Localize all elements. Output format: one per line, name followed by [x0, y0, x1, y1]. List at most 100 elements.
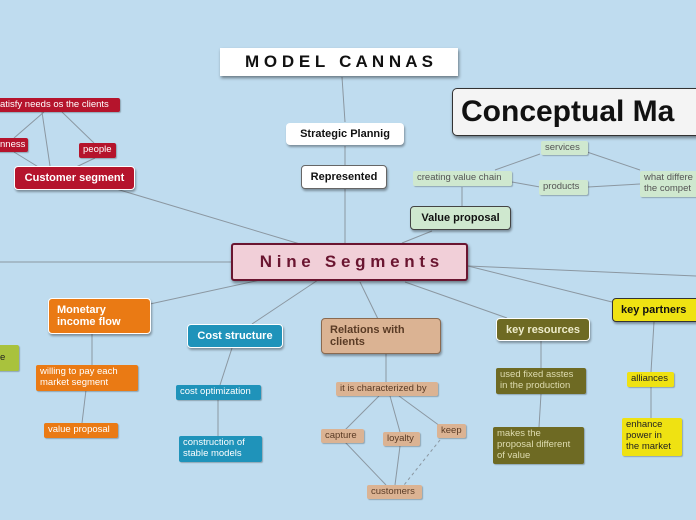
capture-node[interactable]: capture — [321, 429, 364, 443]
link-char-keep — [398, 395, 441, 427]
enhance-line-2: power in — [626, 430, 662, 441]
alliances-text: alliances — [631, 373, 668, 384]
link-center-cost — [251, 279, 319, 325]
makes-proposal-different-node[interactable]: makes the proposal different of value — [493, 427, 584, 464]
link-chain-services — [494, 153, 541, 171]
link-willing-valueprop — [81, 389, 87, 424]
conceptual-map-text: Conceptual Ma — [461, 95, 675, 128]
monetary-line-2: income flow — [57, 316, 121, 328]
customer-segment-text: Customer segment — [24, 172, 125, 184]
value-proposal-small-text: value proposal — [48, 424, 110, 435]
customers-node[interactable]: customers — [367, 485, 422, 499]
monetary-income-node[interactable]: Monetary income flow — [48, 298, 151, 334]
what-differs-node[interactable]: what differe the compet — [640, 171, 696, 197]
link-cost-opt — [219, 347, 233, 386]
value-proposal-node[interactable]: Value proposal — [410, 206, 511, 230]
link-services-what — [586, 151, 641, 171]
used-fixed-line-1: used fixed asstes — [500, 369, 574, 380]
left-edge-node[interactable]: e — [0, 345, 19, 371]
satisfy-needs-text: atisfy needs os the clients — [0, 99, 109, 110]
central-topic-text: N i n e S e g m e n t s — [259, 252, 440, 271]
link-people-satisfy — [61, 111, 95, 144]
cost-optimization-node[interactable]: cost optimization — [176, 385, 261, 400]
people-text: people — [83, 144, 112, 155]
loyalty-text: loyalty — [387, 433, 414, 444]
business-text: nness — [0, 139, 26, 150]
satisfy-needs-node[interactable]: atisfy needs os the clients — [0, 98, 120, 112]
willing-to-pay-node[interactable]: willing to pay each market segment — [36, 365, 138, 391]
link-business-satisfy — [13, 111, 45, 139]
keep-text: keep — [441, 425, 462, 436]
willing-line-2: market segment — [40, 377, 109, 388]
link-chain-products — [511, 181, 541, 188]
business-node[interactable]: nness — [0, 138, 28, 152]
link-keypartners-alliances — [650, 321, 655, 373]
left-edge-text: e — [0, 352, 6, 363]
people-node[interactable]: people — [79, 143, 116, 158]
link-center-value — [401, 230, 433, 244]
construction-node[interactable]: construction of stable models — [179, 436, 262, 462]
conceptual-map-title[interactable]: Conceptual Ma — [452, 88, 696, 136]
link-center-customer — [112, 187, 301, 245]
cost-structure-node[interactable]: Cost structure — [187, 324, 283, 348]
represented-text: Represented — [310, 171, 378, 183]
canvas-title[interactable]: M O D E L C A N N A S — [220, 48, 458, 76]
link-keep-customers — [403, 439, 441, 486]
value-proposal-text: Value proposal — [421, 212, 500, 224]
strategic-planning-text: Strategic Plannig — [300, 128, 390, 140]
construction-line-2: stable models — [183, 448, 242, 459]
loyalty-node[interactable]: loyalty — [383, 432, 420, 446]
link-customer-satisfy — [41, 111, 51, 167]
key-partners-text: key partners — [621, 304, 687, 316]
makes-line-2: proposal different — [497, 439, 571, 450]
keep-node[interactable]: keep — [437, 424, 466, 438]
key-resources-node[interactable]: key resources — [496, 318, 590, 341]
cost-optimization-text: cost optimization — [180, 386, 251, 397]
value-proposal-small-node[interactable]: value proposal — [44, 423, 118, 438]
link-used-makes — [538, 393, 542, 428]
link-char-loyalty — [389, 395, 401, 433]
relations-line-2: clients — [330, 336, 365, 348]
what-differs-line-2: the compet — [644, 183, 691, 194]
enhance-line-3: the market — [626, 441, 671, 452]
services-text: services — [545, 142, 580, 153]
key-partners-node[interactable]: key partners — [612, 298, 696, 322]
customer-segment-node[interactable]: Customer segment — [14, 166, 135, 190]
link-products-what — [587, 183, 641, 188]
enhance-power-node[interactable]: enhance power in the market — [622, 418, 682, 456]
products-text: products — [543, 181, 580, 192]
relations-with-clients-node[interactable]: Relations with clients — [321, 318, 441, 354]
relations-line-1: Relations with — [330, 324, 405, 336]
link-capture-customers — [344, 441, 387, 486]
characterized-node[interactable]: it is characterized by — [336, 382, 438, 396]
what-differs-line-1: what differe — [644, 172, 693, 183]
creating-value-chain-node[interactable]: creating value chain — [413, 171, 512, 186]
link-strategic-title — [341, 76, 346, 123]
link-center-keyres — [404, 281, 508, 319]
key-resources-text: key resources — [506, 323, 580, 336]
willing-line-1: willing to pay each — [40, 366, 118, 377]
strategic-planning-node[interactable]: Strategic Plannig — [286, 123, 404, 145]
canvas-title-text: M O D E L C A N N A S — [245, 52, 433, 71]
alliances-node[interactable]: alliances — [627, 372, 674, 387]
link-customer-business — [13, 151, 41, 169]
creating-value-chain-text: creating value chain — [417, 172, 502, 183]
capture-text: capture — [325, 430, 357, 441]
services-node[interactable]: services — [541, 141, 588, 155]
central-topic-nine-segments[interactable]: N i n e S e g m e n t s — [231, 243, 468, 281]
represented-node[interactable]: Represented — [301, 165, 387, 189]
link-center-monetary — [149, 279, 261, 305]
makes-line-1: makes the — [497, 428, 541, 439]
link-char-capture — [344, 395, 380, 431]
used-fixed-assets-node[interactable]: used fixed asstes in the production — [496, 368, 586, 394]
enhance-line-1: enhance — [626, 419, 663, 430]
customers-text: customers — [371, 486, 415, 497]
construction-line-1: construction of — [183, 437, 245, 448]
makes-line-3: of value — [497, 450, 531, 461]
link-center-keyright — [467, 265, 696, 277]
monetary-line-1: Monetary — [57, 304, 106, 316]
used-fixed-line-2: in the production — [500, 380, 571, 391]
products-node[interactable]: products — [539, 180, 588, 195]
characterized-text: it is characterized by — [340, 383, 427, 394]
